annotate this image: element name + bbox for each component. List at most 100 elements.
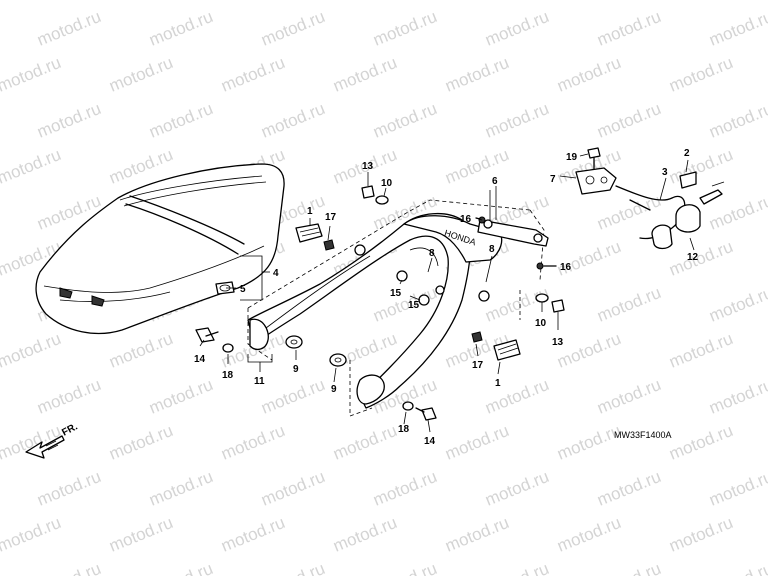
watermark-text: motod.ru <box>330 0 399 4</box>
watermark-text: motod.ru <box>0 513 64 556</box>
watermark-text: motod.ru <box>706 375 768 418</box>
callout-16: 16 <box>460 214 472 225</box>
callout-7: 7 <box>550 174 556 185</box>
washer-18 <box>402 401 414 411</box>
watermark-text: motod.ru <box>666 53 735 96</box>
watermark-text: motod.ru <box>330 421 399 464</box>
watermark-text: motod.ru <box>106 513 175 556</box>
watermark-text: motod.ru <box>706 99 768 142</box>
nut-17 <box>323 239 335 251</box>
callout-3: 3 <box>662 167 668 178</box>
watermark-text: motod.ru <box>34 7 103 50</box>
watermark-text: motod.ru <box>554 329 623 372</box>
watermark-text: motod.ru <box>594 467 663 510</box>
watermark-text: motod.ru <box>258 467 327 510</box>
watermark-text: motod.ru <box>706 559 768 576</box>
watermark-text: motod.ru <box>594 283 663 326</box>
watermark-text: motod.ru <box>554 513 623 556</box>
callout-14: 14 <box>194 354 206 365</box>
bolt-13 <box>551 299 565 313</box>
watermark-text: motod.ru <box>218 0 287 4</box>
watermark-text: motod.ru <box>594 375 663 418</box>
watermark-text: motod.ru <box>258 7 327 50</box>
callout-15: 15 <box>390 288 402 299</box>
watermark-text: motod.ru <box>482 467 551 510</box>
callout-18: 18 <box>222 370 234 381</box>
callout-12: 12 <box>687 252 699 263</box>
front-arrow-icon <box>25 435 65 459</box>
callout-4: 4 <box>273 268 279 279</box>
callout-2: 2 <box>684 148 690 159</box>
nut-17 <box>471 331 483 343</box>
watermark-text: motod.ru <box>442 53 511 96</box>
watermark-text: motod.ru <box>106 421 175 464</box>
callout-5: 5 <box>240 284 246 295</box>
watermark-text: motod.ru <box>666 329 735 372</box>
watermark-text: motod.ru <box>106 329 175 372</box>
seat-lock <box>575 167 617 195</box>
callout-6: 6 <box>492 176 498 187</box>
bolt-14 <box>415 407 437 421</box>
watermark-text: motod.ru <box>370 467 439 510</box>
watermark-text: motod.ru <box>554 53 623 96</box>
watermark-text: motod.ru <box>594 7 663 50</box>
watermark-text: motod.ru <box>666 421 735 464</box>
watermark-text: motod.ru <box>370 7 439 50</box>
watermark-text: motod.ru <box>442 0 511 4</box>
watermark-text: motod.ru <box>482 375 551 418</box>
watermark-text: motod.ru <box>554 421 623 464</box>
watermark-text: motod.ru <box>706 283 768 326</box>
watermark-text: motod.ru <box>442 421 511 464</box>
watermark-text: motod.ru <box>0 0 64 4</box>
leader-lines <box>199 153 695 433</box>
watermark-text: motod.ru <box>442 513 511 556</box>
watermark-text: motod.ru <box>370 283 439 326</box>
watermark-text: motod.ru <box>258 559 327 576</box>
callout-9: 9 <box>331 384 337 395</box>
callout-17: 17 <box>325 212 337 223</box>
callout-17: 17 <box>472 360 484 371</box>
callout-18: 18 <box>398 424 410 435</box>
rubber-pad <box>493 339 521 361</box>
callout-13: 13 <box>362 161 374 172</box>
watermark-text: motod.ru <box>706 467 768 510</box>
watermark-text: motod.ru <box>218 53 287 96</box>
callout-15: 15 <box>408 300 420 311</box>
watermark-text: motod.ru <box>330 53 399 96</box>
watermark-text: motod.ru <box>258 99 327 142</box>
watermark-text: motod.ru <box>706 7 768 50</box>
callout-16: 16 <box>560 262 572 273</box>
callout-11: 11 <box>254 376 265 387</box>
callout-10: 10 <box>535 318 547 329</box>
watermark-text: motod.ru <box>146 375 215 418</box>
watermark-text: motod.ru <box>34 559 103 576</box>
watermark-text: motod.ru <box>106 0 175 4</box>
watermark-text: motod.ru <box>146 99 215 142</box>
bolt-14 <box>195 327 219 343</box>
watermark-text: motod.ru <box>594 191 663 234</box>
watermark-text: motod.ru <box>442 145 511 188</box>
callout-1: 1 <box>495 378 501 389</box>
watermark-text: motod.ru <box>666 513 735 556</box>
watermark-text: motod.ru <box>146 559 215 576</box>
washer-10 <box>535 293 549 303</box>
front-label: FR. <box>60 421 80 438</box>
callout-labels: 1 17 4 5 13 10 6 16 19 7 3 2 12 16 8 8 1… <box>194 148 699 447</box>
collar-9 <box>329 353 347 367</box>
watermark-text: motod.ru <box>0 53 64 96</box>
watermark-text: motod.ru <box>218 421 287 464</box>
watermark-text: motod.ru <box>330 513 399 556</box>
watermark-text: motod.ru <box>666 237 735 280</box>
callout-13: 13 <box>552 337 564 348</box>
watermark-text: motod.ru <box>106 53 175 96</box>
watermark-text: motod.ru <box>370 99 439 142</box>
bolt-16 <box>475 216 486 224</box>
callout-8: 8 <box>429 248 435 259</box>
callout-8: 8 <box>489 244 495 255</box>
watermark-text: motod.ru <box>594 559 663 576</box>
watermark-text: motod.ru <box>0 329 64 372</box>
watermark-text: motod.ru <box>482 99 551 142</box>
callout-bracket <box>247 354 273 372</box>
watermark-text: motod.ru <box>482 559 551 576</box>
